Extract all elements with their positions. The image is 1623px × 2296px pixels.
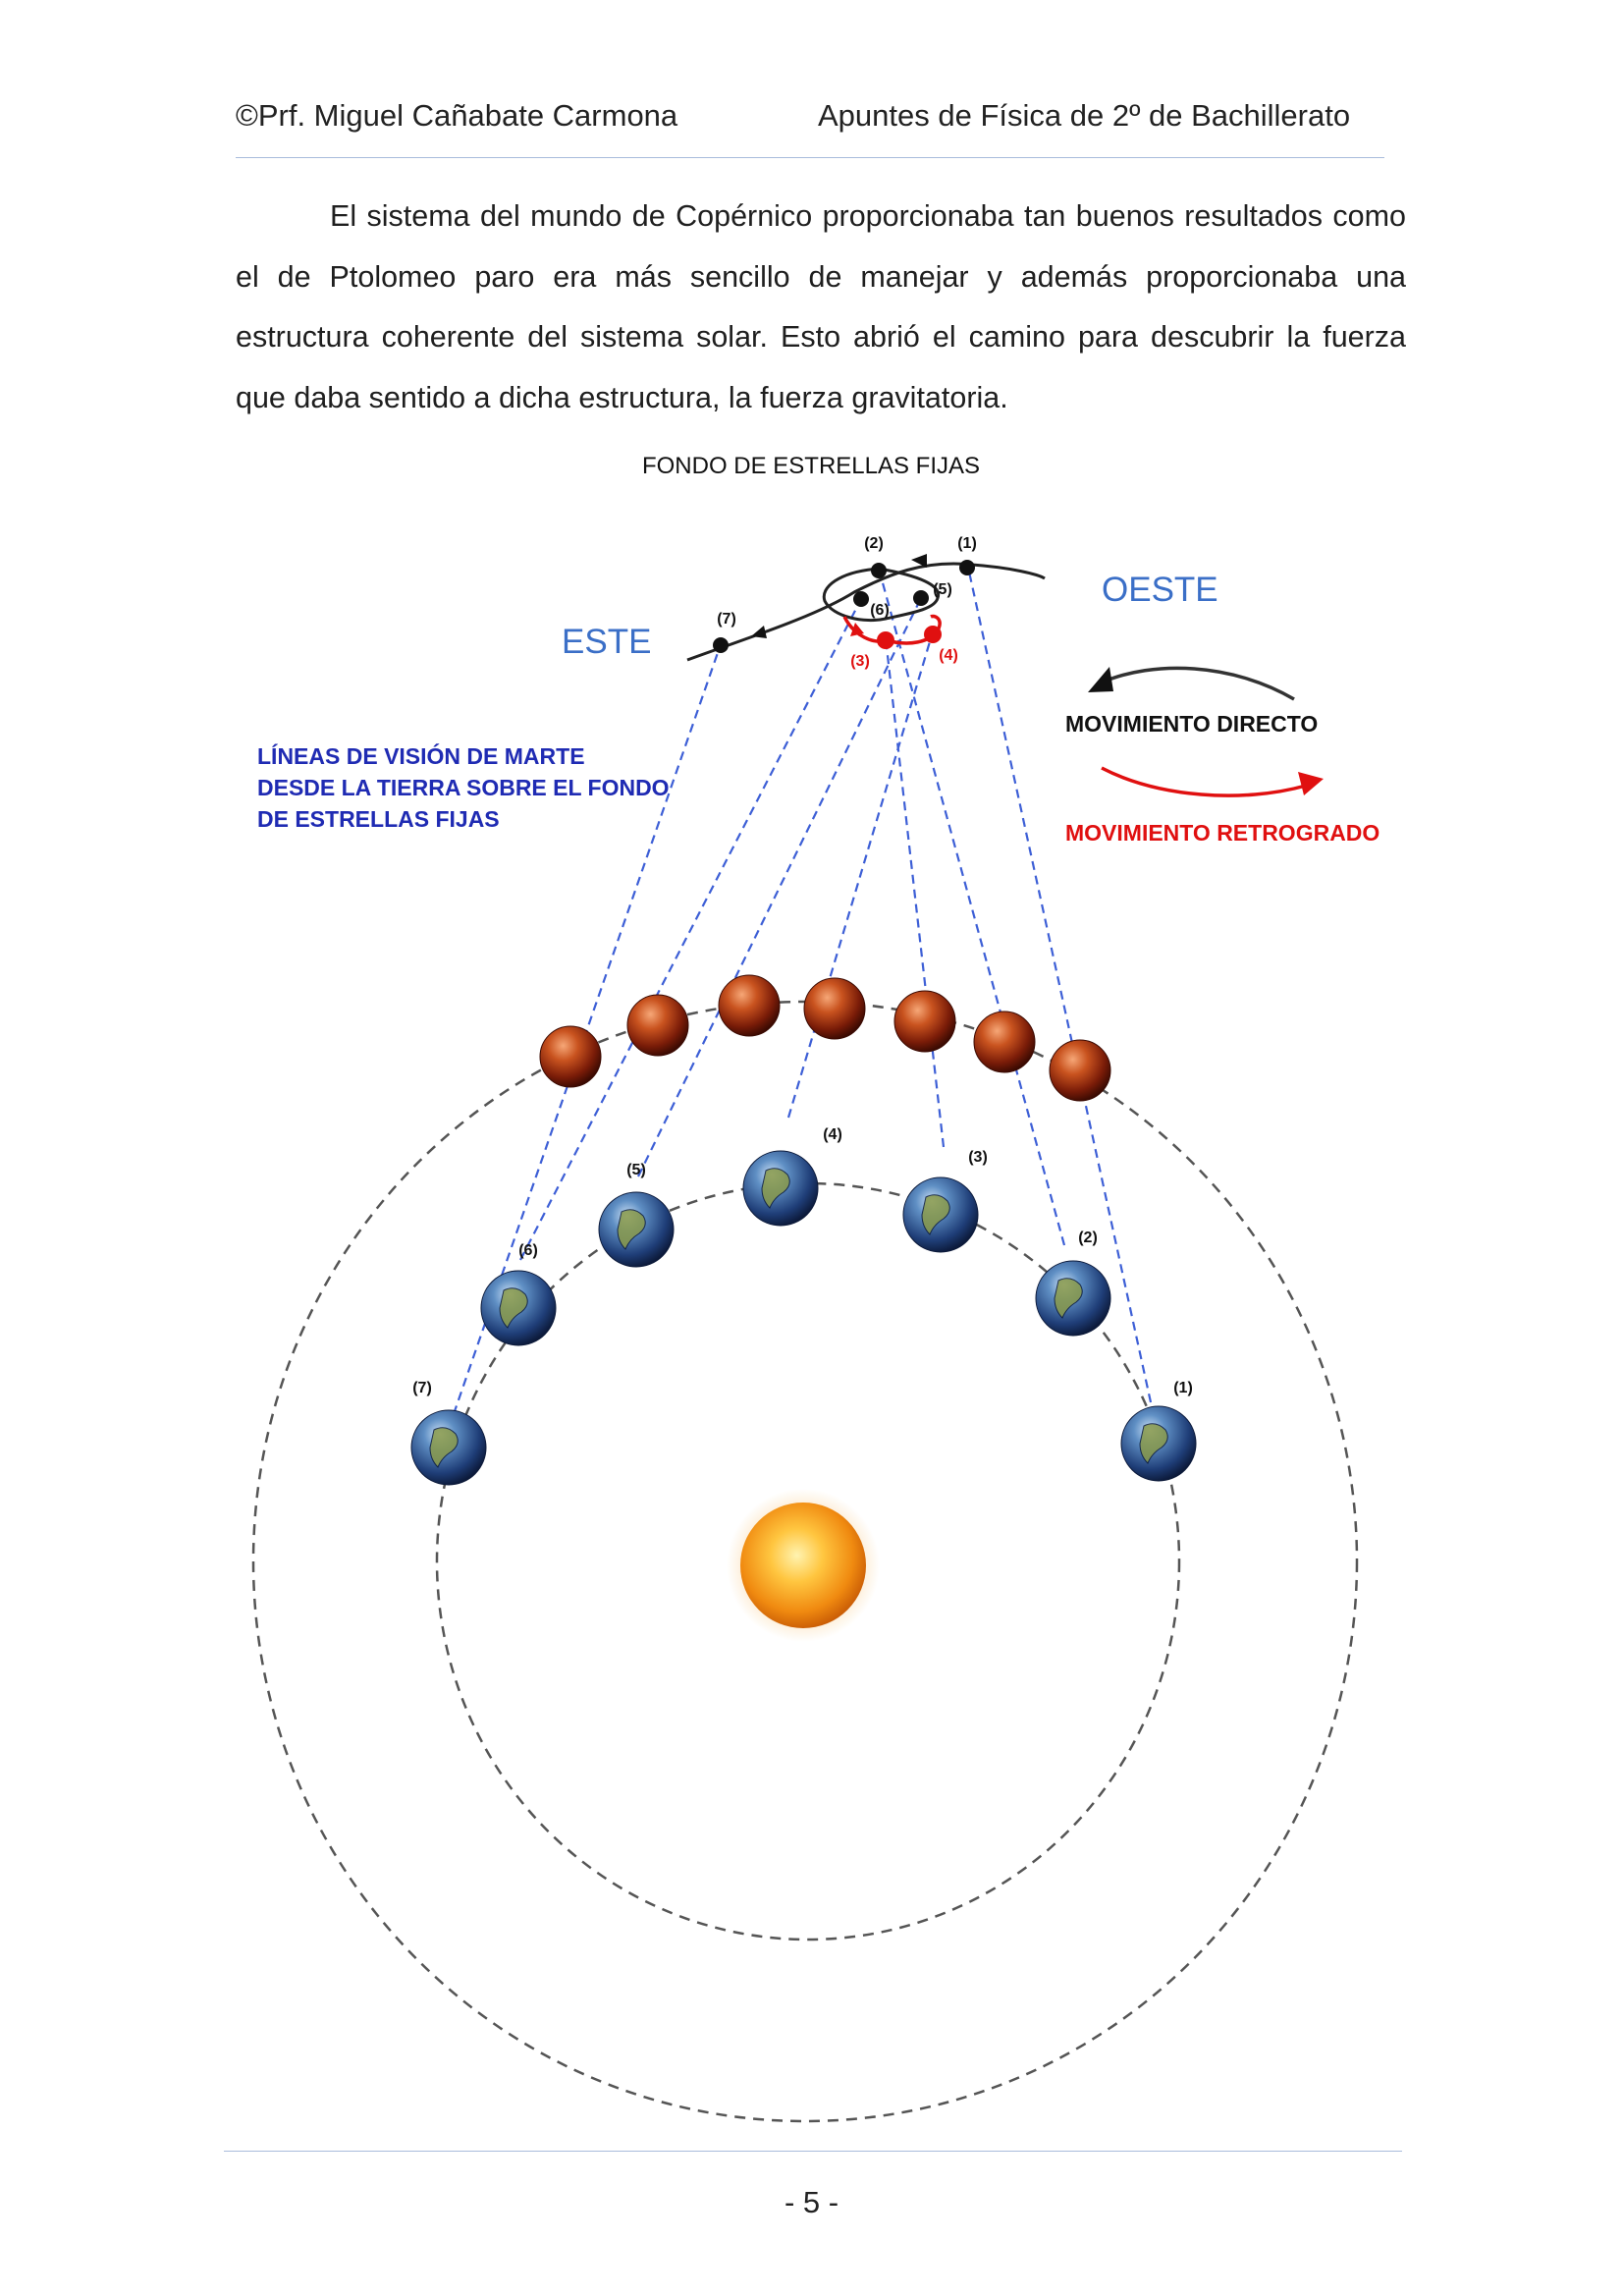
sight-line-4 <box>786 637 933 1119</box>
sun <box>727 1489 880 1642</box>
mars-star-position-6 <box>853 591 869 607</box>
earth-4 <box>742 1150 819 1227</box>
sight-line-2 <box>877 568 1066 1246</box>
body-paragraph: El sistema del mundo de Copérnico propor… <box>236 199 1406 414</box>
page-header: ©Prf. Miguel Cañabate Carmona Apuntes de… <box>236 98 1384 137</box>
star-label-3: (3) <box>850 653 870 670</box>
earth-2 <box>1035 1260 1111 1337</box>
direct-motion-arrow-icon <box>1101 666 1295 701</box>
east-label: ESTE <box>562 623 651 661</box>
mars-7 <box>539 1025 602 1088</box>
footer-rule <box>224 2151 1402 2152</box>
star-label-6: (6) <box>870 602 890 619</box>
mars-star-position-3 <box>877 631 894 649</box>
earth-7 <box>410 1409 487 1486</box>
mars-star-position-7 <box>713 637 729 653</box>
page-number: - 5 - <box>784 2185 839 2219</box>
sight-lines-caption-2: DESDE LA TIERRA SOBRE EL FONDO <box>257 775 670 800</box>
direct-path-arrow-2 <box>751 626 767 638</box>
retro-path-arrow <box>850 623 864 636</box>
sight-line-6 <box>519 600 861 1261</box>
earth-6 <box>480 1270 557 1346</box>
star-label-2: (2) <box>864 535 884 552</box>
legend-retro-label: MOVIMIENTO RETROGRADO <box>1065 820 1380 846</box>
mars-star-position-5 <box>913 590 929 606</box>
mars-4 <box>803 977 866 1040</box>
earth-label-1: (1) <box>1173 1380 1193 1396</box>
sight-lines-caption-1: LÍNEAS DE VISIÓN DE MARTE <box>257 742 585 769</box>
earth-label-4: (4) <box>823 1126 842 1143</box>
legend-arrows <box>1088 666 1324 797</box>
mars-1 <box>1049 1039 1111 1102</box>
sight-line-1 <box>965 562 1153 1403</box>
earth-1 <box>1120 1405 1197 1482</box>
earth-label-3: (3) <box>968 1149 988 1166</box>
star-label-7: (7) <box>717 611 736 628</box>
earth-orbit <box>435 1181 1181 1941</box>
earth-label-5: (5) <box>626 1162 646 1178</box>
mars-positions <box>539 974 1111 1102</box>
west-label: OESTE <box>1102 571 1218 609</box>
sight-lines-caption-3: DE ESTRELLAS FIJAS <box>257 806 500 832</box>
earth-positions <box>410 1150 1197 1486</box>
figure-labels: FONDO DE ESTRELLAS FIJAS ESTE OESTE LÍNE… <box>257 453 1380 1396</box>
earth-label-7: (7) <box>412 1380 432 1396</box>
mars-star-position-1 <box>959 560 975 575</box>
mars-star-position-2 <box>871 563 887 578</box>
earth-label-2: (2) <box>1078 1230 1098 1246</box>
star-background-path <box>686 554 1046 662</box>
mars-5 <box>718 974 781 1037</box>
retrograde-loop <box>842 614 942 645</box>
earth-label-6: (6) <box>518 1242 538 1259</box>
mars-3 <box>893 990 956 1053</box>
retrograde-motion-arrow-icon <box>1101 766 1307 797</box>
loop-path <box>822 567 941 623</box>
earth-5 <box>598 1191 675 1268</box>
direct-path-arrow-1 <box>911 554 927 568</box>
sight-line-3 <box>884 637 946 1148</box>
star-label-5: (5) <box>933 581 952 598</box>
header-rule <box>236 157 1384 158</box>
mars-6 <box>626 994 689 1057</box>
header-author: ©Prf. Miguel Cañabate Carmona <box>236 98 678 133</box>
star-label-1: (1) <box>957 535 977 552</box>
sight-line-5 <box>637 597 922 1177</box>
star-label-4: (4) <box>939 647 958 664</box>
mars-star-position-4 <box>924 626 942 643</box>
header-course: Apuntes de Física de 2º de Bachillerato <box>818 98 1351 133</box>
figure-title: FONDO DE ESTRELLAS FIJAS <box>642 453 980 479</box>
mars-2 <box>973 1011 1036 1073</box>
direct-path <box>686 562 1046 662</box>
legend-direct-label: MOVIMIENTO DIRECTO <box>1065 711 1318 737</box>
earth-3 <box>902 1176 979 1253</box>
